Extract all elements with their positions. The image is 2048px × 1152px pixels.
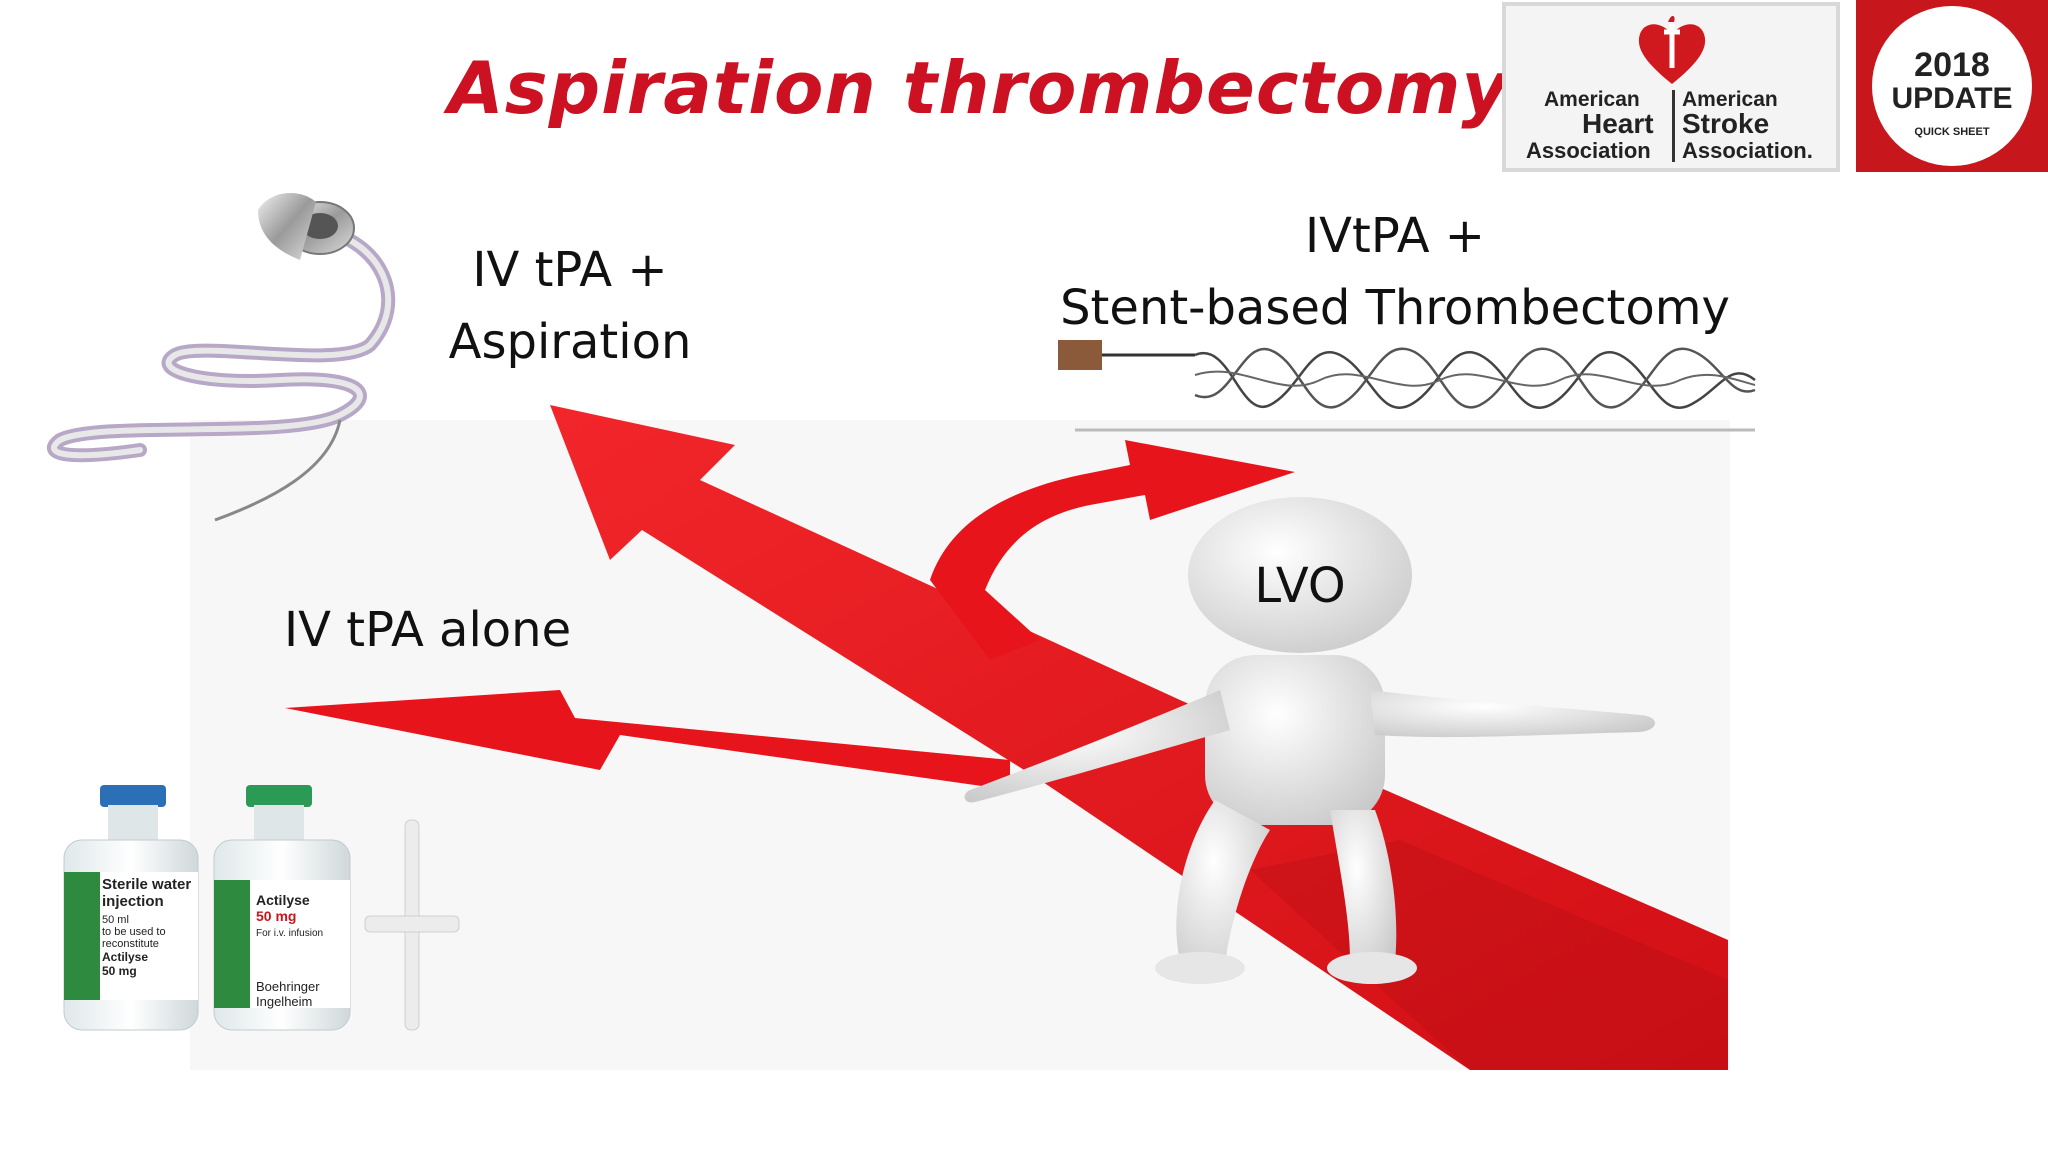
stent-label: IVtPA + Stent-based Thrombectomy [1040,200,1750,344]
vial-right-line1: Actilyse [256,892,310,908]
tpa-alone-label: IV tPA alone [284,602,572,658]
slide-title: Aspiration thrombectomy [448,46,1510,130]
aspiration-label-line1: IV tPA + [472,242,668,298]
update-badge: 2018 UPDATE QUICK SHEET [1856,0,2048,172]
vial-left-line1: Sterile water [102,876,192,893]
actilyse-vials-image [63,785,460,1031]
person-figure-image [964,497,1655,984]
road-arrow-stent [930,440,1295,660]
vial-left-line4: to be used to [102,926,166,938]
badge-quick-sheet: QUICK SHEET [1914,126,1990,138]
stent-retriever-image [1058,340,1756,432]
vial-left-line3: 50 ml [102,914,129,926]
heart-torch-icon [1638,15,1706,84]
badge-year: 2018 [1914,46,1990,84]
aha-left-line3: Association [1526,138,1651,163]
vial-left-line7: 50 mg [102,964,137,978]
badge-circle: 2018 UPDATE QUICK SHEET [1872,6,2032,166]
vial-left-label: Sterile water injection 50 ml to be used… [102,876,198,978]
lvo-label: LVO [1254,558,1346,614]
badge-update: UPDATE [1891,82,2013,115]
vial-right-label: Actilyse 50 mg For i.v. infusion Boehrin… [256,892,346,1009]
aspiration-catheter-image [47,192,396,522]
vial-left-line2: injection [102,893,164,910]
vial-left-line5: reconstitute [102,938,159,950]
vial-right-line3: For i.v. infusion [256,928,324,939]
aha-right-line3: Association. [1682,138,1813,163]
vial-right-line2: 50 mg [256,908,297,924]
aha-left-line2: Heart [1582,108,1654,139]
aha-right-line1: American [1682,88,1778,111]
aha-left-line1: American [1544,88,1640,111]
aha-asa-logo: American Heart Association American Stro… [1502,2,1840,172]
aha-right-line2: Stroke [1682,108,1770,139]
stent-label-line2: Stent-based Thrombectomy [1060,280,1730,336]
aspiration-label: IV tPA + Aspiration [430,234,710,378]
aspiration-label-line2: Aspiration [448,314,692,370]
vial-right-line4: Boehringer [256,979,320,994]
logo-divider [1672,90,1675,162]
vial-left-line6: Actilyse [102,950,149,964]
road-arrow-tpa-alone [285,690,1010,790]
vial-right-line5: Ingelheim [256,994,313,1009]
stent-label-line1: IVtPA + [1305,208,1485,264]
